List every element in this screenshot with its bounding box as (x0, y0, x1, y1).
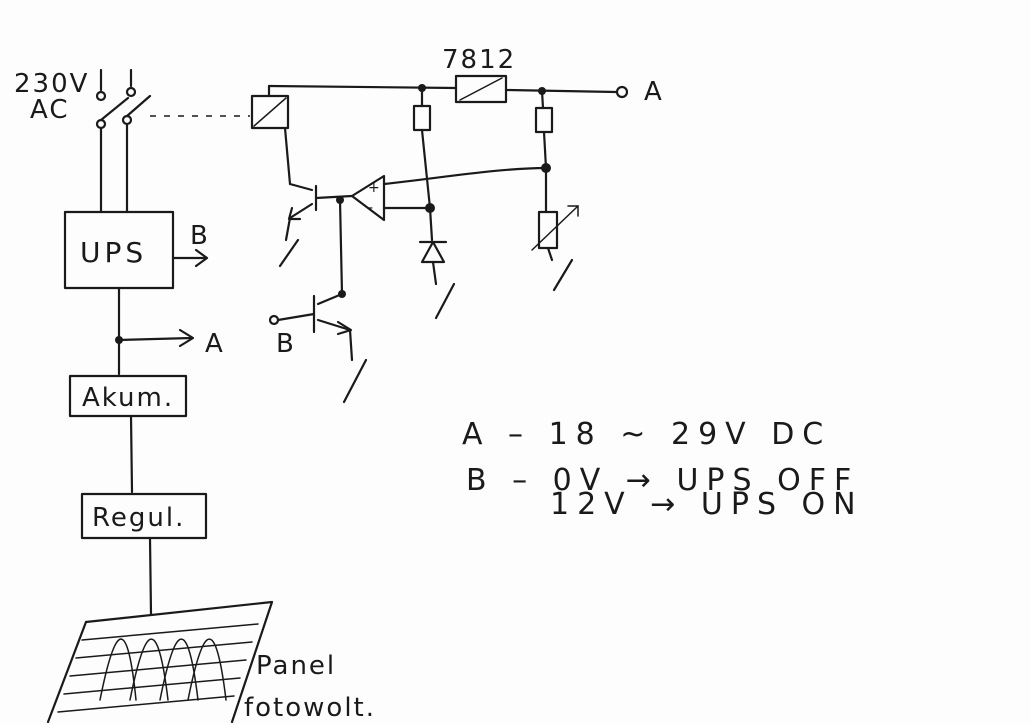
panel-label-line2: fotowolt. (244, 693, 376, 723)
mains-switch (95, 68, 152, 214)
input-b-label: B (276, 329, 296, 359)
solar-panel (46, 600, 274, 723)
potentiometer (537, 210, 559, 250)
supply-rail (267, 84, 458, 90)
ground-q1 (278, 238, 300, 268)
relay-coil (250, 94, 290, 130)
regulator-7812-label: 7812 (442, 45, 516, 75)
ground-pot (552, 258, 574, 292)
input-b-terminal (268, 314, 280, 326)
ground-q2 (342, 358, 368, 404)
mains-type-label: AC (30, 95, 69, 125)
comparator-plus: + (368, 180, 382, 196)
ground-zener (434, 282, 456, 320)
ups-label: UPS (80, 236, 147, 269)
resistor-r1 (412, 104, 432, 132)
comparator (350, 174, 386, 222)
panel-label-line1: Panel (256, 651, 336, 681)
comparator-minus: - (368, 200, 375, 216)
terminal-a-label: A (644, 77, 664, 107)
ups-output-b-label: B (190, 221, 210, 251)
regulator-label: Regul. (92, 503, 185, 533)
legend-line-2: B – 0V → UPS OFF (466, 463, 859, 498)
regulator-block (80, 492, 208, 540)
legend-line-3: 12V → UPS ON (550, 487, 864, 522)
ups-output-a-label: A (205, 329, 225, 359)
battery-label: Akum. (82, 383, 174, 413)
legend-line-1: A – 18 ~ 29V DC (462, 417, 831, 452)
resistor-r2 (534, 106, 554, 134)
output-a-terminal (615, 85, 629, 99)
zener-diode (420, 240, 446, 264)
battery-block (68, 374, 188, 418)
mains-voltage-label: 230V (14, 69, 89, 99)
